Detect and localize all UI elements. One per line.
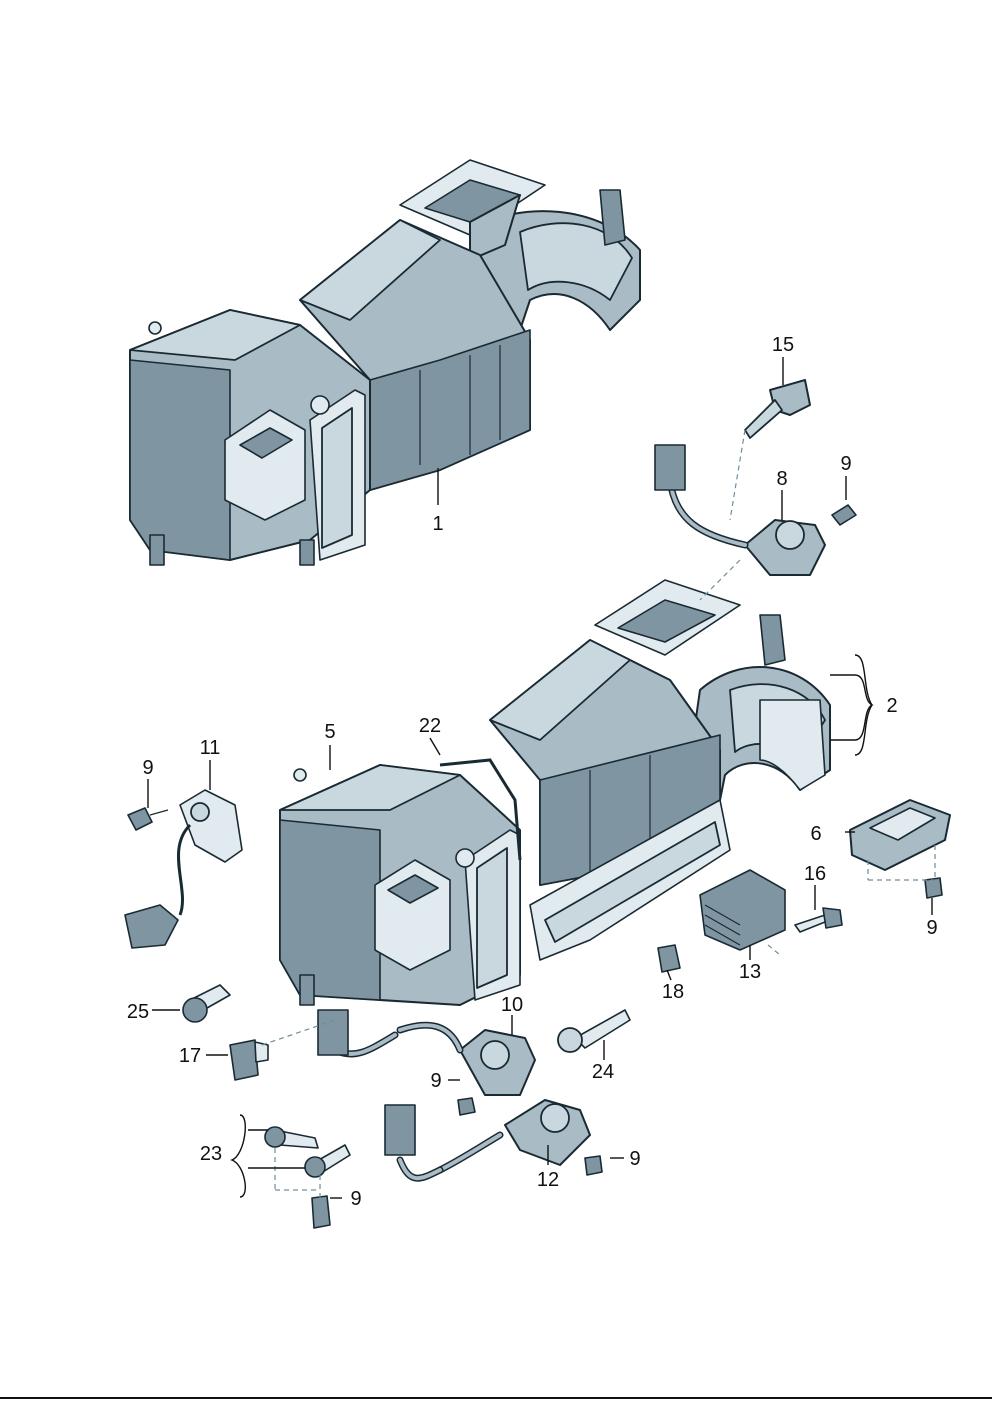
callout-6: 6 (810, 823, 821, 845)
callout-8: 8 (776, 468, 787, 490)
part-10-servo-motor (317, 1009, 536, 1096)
part-23-levers (264, 1126, 351, 1178)
part-2-blower-housing (489, 579, 831, 961)
part-24-lever (557, 1009, 631, 1053)
callout-13: 13 (739, 961, 761, 983)
part-6-cover (849, 799, 951, 871)
callout-12: 12 (537, 1169, 559, 1191)
callout-10: 10 (501, 994, 523, 1016)
callout-leaders (147, 357, 933, 1199)
callout-25: 25 (127, 1001, 149, 1023)
part-16-bolt (794, 907, 843, 933)
callout-2: 2 (886, 695, 897, 717)
part-8-servo-motor (654, 444, 826, 576)
callout-15: 15 (772, 334, 794, 356)
part-11-sensor-with-lead (124, 789, 243, 949)
part-9-screw-left (127, 807, 169, 831)
callout-9-top: 9 (840, 453, 851, 475)
callout-9-left: 9 (142, 757, 153, 779)
callout-9-servo12: 9 (629, 1148, 640, 1170)
part-15-temperature-sensor (744, 379, 811, 439)
part-13-series-resistor (699, 869, 786, 951)
callout-1: 1 (432, 513, 443, 535)
callout-9-levers: 9 (350, 1188, 361, 1210)
callout-23: 23 (200, 1143, 222, 1165)
assembly-dashed-lines (261, 429, 936, 1200)
callout-22: 22 (419, 715, 441, 737)
callout-5: 5 (324, 721, 335, 743)
part-9-screw-right (924, 877, 943, 899)
part-9-screw-servo12 (584, 1155, 603, 1176)
part-5-heater-core-housing (279, 764, 521, 1006)
callout-9-right: 9 (926, 917, 937, 939)
part-18-clip (657, 944, 681, 973)
callout-24: 24 (592, 1061, 614, 1083)
callout-9-servo10: 9 (430, 1070, 441, 1092)
callout-17: 17 (179, 1045, 201, 1067)
part-9-screw-levers (311, 1195, 331, 1229)
part-22-gasket (439, 758, 522, 861)
part-9-screw-top (831, 504, 857, 526)
callout-16: 16 (804, 863, 826, 885)
callout-labels: 1 2 5 6 8 9 9 9 9 9 9 10 11 12 13 15 16 … (127, 334, 938, 1210)
part-25-lever (182, 984, 231, 1023)
part-1-heater-housing-assembly (129, 159, 641, 566)
part-12-servo-motor (384, 1099, 591, 1182)
callout-18: 18 (662, 981, 684, 1003)
part-9-screw-servo10 (457, 1097, 476, 1116)
part-17-sensor (229, 1039, 269, 1081)
callout-11: 11 (200, 737, 221, 759)
